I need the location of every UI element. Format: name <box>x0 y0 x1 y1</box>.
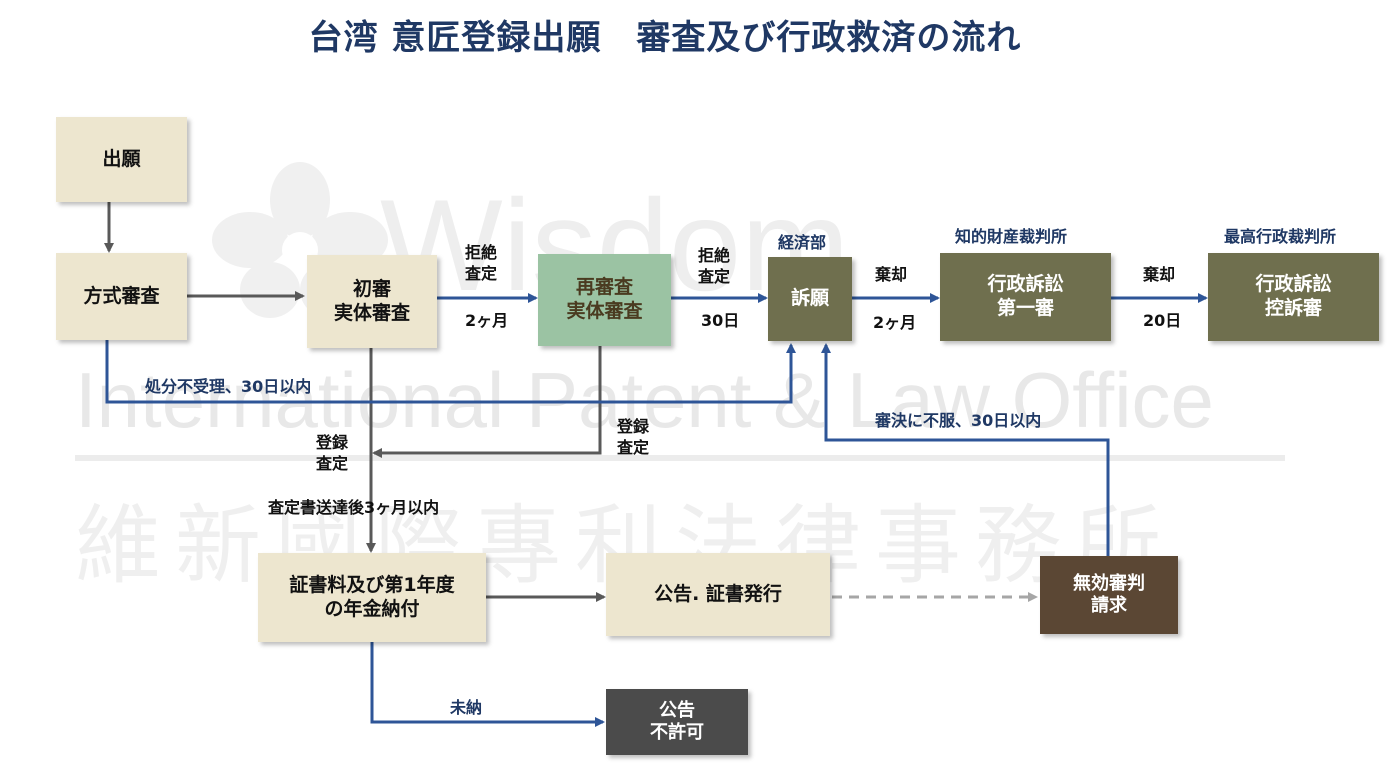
publication-box: 公告. 証書発行 <box>606 553 830 636</box>
admin-appeal-line1: 行政訴訟 <box>1255 273 1332 296</box>
re-exam-line1: 再審査 <box>575 276 633 299</box>
first-exam-box: 初審 実体審査 <box>307 255 437 348</box>
registration-label-1: 登録査定 <box>316 433 349 473</box>
admin-appeal-box: 行政訴訟 控訴審 <box>1208 253 1379 341</box>
supreme-court-header: 最高行政裁判所 <box>1224 227 1337 246</box>
application-label: 出願 <box>102 147 141 170</box>
arrow-fee-unpaid <box>370 642 605 727</box>
dismissal-label-1: 棄却 <box>875 265 908 284</box>
watermark-divider <box>75 455 1285 461</box>
arrow-invalidation-to-appeal <box>821 343 1110 556</box>
no-publication-box: 公告 不許可 <box>606 689 748 755</box>
ip-court-header: 知的財産裁判所 <box>955 227 1068 246</box>
first-exam-line2: 実体審査 <box>333 301 410 324</box>
fee-payment-line2: の年金納付 <box>324 597 420 620</box>
rejection-label-1: 拒絶査定 <box>465 243 498 283</box>
admin-first-line2: 第一審 <box>996 297 1054 319</box>
rejection-label-2: 拒絶査定 <box>698 246 731 286</box>
dismissal-label-2: 棄却 <box>1143 265 1176 284</box>
registration-label-2: 登録査定 <box>617 417 650 457</box>
appeal-label: 訴願 <box>790 287 829 310</box>
admin-first-line1: 行政訴訟 <box>987 273 1064 296</box>
days-label-20: 20日 <box>1143 311 1182 330</box>
admin-appeal-line2: 控訴審 <box>1264 297 1322 319</box>
arrow-reexam-registration <box>372 346 602 458</box>
application-box: 出願 <box>56 117 187 202</box>
publication-label: 公告. 証書発行 <box>654 582 782 605</box>
invalidation-box: 無効審判 請求 <box>1040 556 1178 634</box>
flower-watermark-icon <box>212 162 388 318</box>
not-accepted-label: 処分不受理、30日以内 <box>145 377 312 396</box>
re-exam-line2: 実体審査 <box>566 300 643 322</box>
days-label-30: 30日 <box>701 311 740 330</box>
dissatisfied-label: 審決に不服、30日以内 <box>875 411 1042 430</box>
invalidation-line2: 請求 <box>1091 595 1127 616</box>
ministry-header: 経済部 <box>778 233 827 252</box>
fee-payment-line1: 証書料及び第1年度 <box>289 573 455 596</box>
formal-exam-label: 方式審査 <box>83 284 160 307</box>
arrow-formal-not-accepted <box>105 340 796 404</box>
re-exam-box: 再審査 実体審査 <box>538 254 671 346</box>
appeal-box: 訴願 <box>768 257 852 341</box>
formal-exam-box: 方式審査 <box>56 253 187 340</box>
months-label-1: 2ヶ月 <box>465 311 509 330</box>
admin-first-instance-box: 行政訴訟 第一審 <box>940 253 1111 341</box>
page-title: 台湾 意匠登録出願 審査及び行政救済の流れ <box>308 18 1022 58</box>
unpaid-label: 未納 <box>450 698 483 717</box>
invalidation-line1: 無効審判 <box>1073 572 1145 594</box>
within-3-months-label: 査定書送達後3ヶ月以内 <box>268 498 440 517</box>
no-publication-line1: 公告 <box>659 699 695 721</box>
first-exam-line1: 初審 <box>352 277 391 300</box>
months-label-2: 2ヶ月 <box>873 313 917 332</box>
no-publication-line2: 不許可 <box>650 722 704 743</box>
fee-payment-box: 証書料及び第1年度 の年金納付 <box>258 553 486 642</box>
